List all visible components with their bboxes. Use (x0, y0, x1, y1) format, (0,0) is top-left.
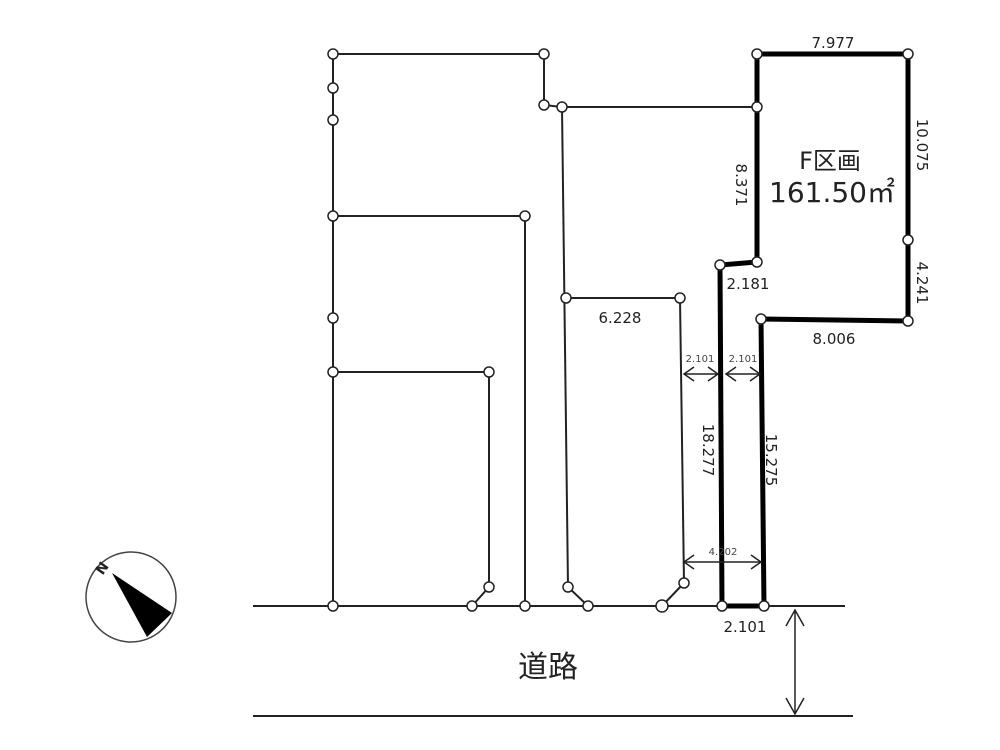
neighbor-boundary-top (333, 53, 757, 108)
dim-neighbor-top: 6.228 (599, 309, 642, 327)
dim-gap-right: 2.101 (729, 354, 758, 365)
dim-left-upper: 8.371 (732, 164, 750, 207)
road-label: 道路 (518, 650, 578, 685)
survey-points (327, 48, 914, 613)
dim-frontage: 2.101 (724, 618, 767, 636)
dim-step-bottom: 8.006 (813, 330, 856, 348)
neighbor-lot-a (333, 215, 526, 606)
plot-name: F区画 (799, 147, 861, 175)
plot-area: 161.50㎡ (769, 176, 895, 209)
dim-left-long: 18.277 (699, 424, 717, 477)
neighbor-lot-c (561, 106, 589, 607)
dim-bottom-width: 4.202 (709, 547, 738, 558)
dim-top: 7.977 (812, 34, 855, 52)
arrowhead (785, 697, 805, 716)
dim-right-lower: 4.241 (913, 262, 931, 305)
neighbor-lot-b (333, 371, 490, 607)
dim-right-long: 15.275 (762, 434, 780, 487)
north-compass-icon: N (85, 551, 177, 643)
dimension-arrows (682, 366, 763, 570)
dim-gap-left: 2.101 (686, 354, 715, 365)
dim-right-upper: 10.075 (913, 119, 931, 172)
arrowhead (785, 608, 805, 627)
neighbor-lots (332, 53, 757, 607)
dim-step-top: 2.181 (727, 275, 770, 293)
neighbor-lot-d (566, 297, 686, 607)
